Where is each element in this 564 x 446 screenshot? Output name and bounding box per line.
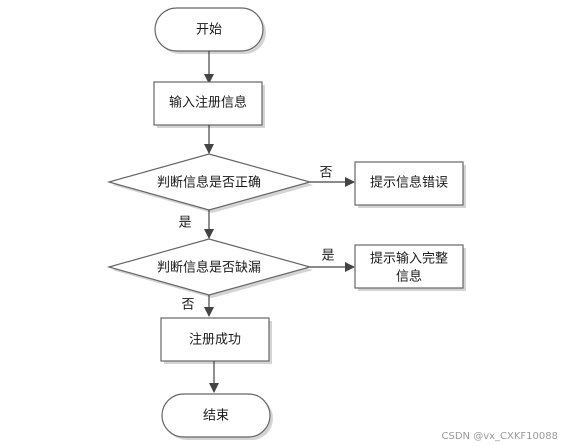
prompt-label-line2: 信息 bbox=[396, 269, 422, 285]
prompt-label-line1: 提示输入完整 bbox=[370, 251, 448, 267]
check-correct-decision: 判断信息是否正确 bbox=[106, 153, 313, 213]
end-label: 结束 bbox=[203, 409, 229, 424]
check-correct-label: 判断信息是否正确 bbox=[157, 175, 261, 191]
end-node: 结束 bbox=[161, 393, 273, 440]
error-node: 提示信息错误 bbox=[354, 161, 466, 208]
edge-label-missing-no: 否 bbox=[181, 298, 194, 313]
success-node: 注册成功 bbox=[160, 317, 272, 364]
edge-label-correct-yes: 是 bbox=[178, 216, 191, 231]
input-label: 输入注册信息 bbox=[169, 95, 247, 111]
check-missing-decision: 判断信息是否缺漏 bbox=[106, 238, 313, 298]
start-node: 开始 bbox=[154, 7, 266, 54]
edge-label-correct-no: 否 bbox=[319, 166, 332, 181]
input-node: 输入注册信息 bbox=[153, 81, 265, 128]
check-missing-label: 判断信息是否缺漏 bbox=[157, 260, 261, 276]
prompt-node: 提示输入完整 信息 bbox=[354, 244, 466, 291]
start-label: 开始 bbox=[196, 23, 222, 38]
error-label: 提示信息错误 bbox=[370, 175, 448, 191]
success-label: 注册成功 bbox=[189, 333, 241, 348]
edge-label-missing-yes: 是 bbox=[321, 249, 334, 264]
watermark: CSDN @vx_CXKF10088 bbox=[441, 431, 558, 442]
